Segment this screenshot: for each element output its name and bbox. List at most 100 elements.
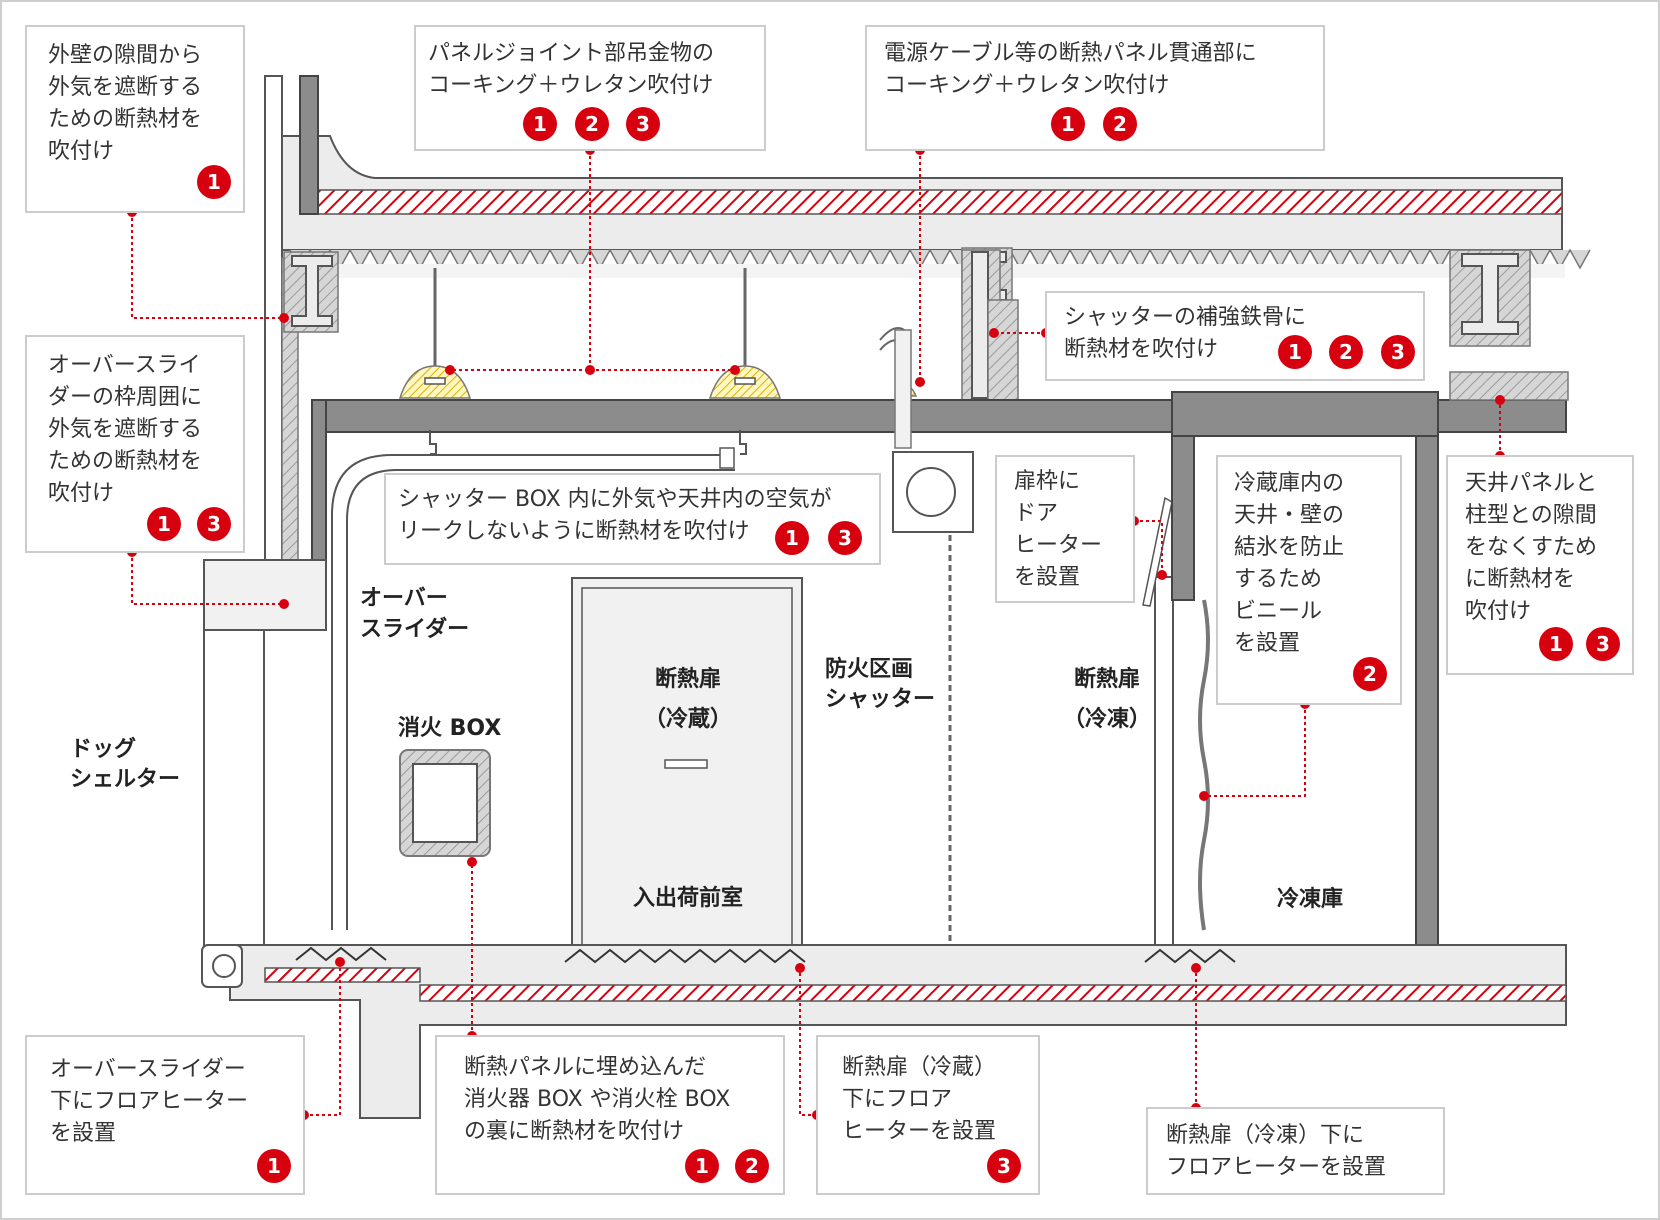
callout-text-line: フロアヒーターを設置 xyxy=(1166,1155,1386,1180)
badge-number: 2 xyxy=(1339,340,1353,364)
callout-text-line: を設置 xyxy=(1014,565,1080,590)
area-labels: ドッグ シェルター オーバー スライダー 消火 BOX 断熱扉 （冷蔵） 入出荷… xyxy=(70,586,1343,912)
callout-boxes: 外壁の隙間から外気を遮断するための断熱材を吹付け1パネルジョイント部吊金物のコー… xyxy=(25,25,1634,1195)
badge-3 xyxy=(987,1149,1021,1183)
badge-number: 3 xyxy=(1596,632,1610,656)
badge-1 xyxy=(1539,627,1573,661)
callout-text-line: リークしないように断熱材を吹付け xyxy=(398,519,750,544)
callout-text-line: 天井・壁の xyxy=(1234,503,1344,528)
floor-heater-overslider xyxy=(295,946,387,962)
badge-number: 1 xyxy=(785,526,799,550)
callout-text-line: 消火器 BOX や消火栓 BOX xyxy=(464,1087,730,1112)
badge-number: 3 xyxy=(838,526,852,550)
parapet-post xyxy=(299,75,319,215)
callout-text-line: コーキング＋ウレタン吹付け xyxy=(884,73,1169,98)
badge-number: 1 xyxy=(267,1154,281,1178)
fire-extinguisher-box xyxy=(399,749,491,857)
leader-dot xyxy=(1191,963,1201,973)
floor-heater-freeze xyxy=(1144,948,1236,964)
callout-text-line: 柱型との隙間 xyxy=(1465,503,1597,528)
badge-number: 2 xyxy=(1363,662,1377,686)
badge-number: 3 xyxy=(997,1154,1011,1178)
steel-beam-left xyxy=(283,251,339,333)
freezer-ceiling-beam xyxy=(1171,391,1439,437)
callout-text-line: 電源ケーブル等の断熱パネル貫通部に xyxy=(884,41,1257,66)
callout-box xyxy=(995,455,1135,603)
badge-3 xyxy=(828,521,862,555)
badge-2 xyxy=(735,1149,769,1183)
callout-box xyxy=(435,1035,785,1195)
badge-number: 2 xyxy=(585,112,599,136)
leader-line xyxy=(1204,704,1306,797)
leader-line xyxy=(799,968,817,1116)
leader-dot xyxy=(279,313,289,323)
callout-text-line: 吹付け xyxy=(1465,599,1531,624)
roof-insulation xyxy=(317,189,1563,215)
callout-text-line: 断熱パネルに埋め込んだ xyxy=(464,1055,706,1080)
leader-dot xyxy=(1495,395,1505,405)
callout-text-line: オーバースライ xyxy=(48,353,201,378)
floor-insulation-main xyxy=(419,984,1567,1002)
callout-text-line: を設置 xyxy=(50,1121,116,1146)
leader-dot xyxy=(585,365,595,375)
leader-dot xyxy=(279,599,289,609)
badge-number: 3 xyxy=(1391,340,1405,364)
callout-text-line: の裏に断熱材を吹付け xyxy=(464,1119,684,1144)
label-door-freeze-sub: （冷凍） xyxy=(1063,706,1151,732)
leader-line xyxy=(131,212,284,319)
overslider-track-inner xyxy=(346,469,735,930)
callout-text-line: パネルジョイント部吊金物の xyxy=(428,41,714,66)
badge-2 xyxy=(1329,335,1363,369)
freezer-door-panel xyxy=(1154,576,1174,946)
building-structure xyxy=(201,75,1591,1119)
label-dog-shelter-2: シェルター xyxy=(70,767,180,792)
callout-text-line: ための断熱材を xyxy=(48,107,202,132)
callout-box xyxy=(1146,1107,1445,1195)
callout-text-line: 断熱扉（冷蔵） xyxy=(842,1055,996,1080)
badge-number: 1 xyxy=(695,1154,709,1178)
leader-dot xyxy=(335,957,345,967)
badge-3 xyxy=(197,507,231,541)
badge-number: 1 xyxy=(207,170,221,194)
badge-1 xyxy=(197,165,231,199)
callout-text-line: 下にフロアヒーター xyxy=(50,1089,248,1114)
chill-door xyxy=(571,577,803,949)
callout-text-line: 外壁の隙間から xyxy=(48,43,202,68)
callout-text-line: シャッターの補強鉄骨に xyxy=(1064,305,1306,330)
callout-text-line: 扉枠に xyxy=(1014,469,1080,494)
badge-1 xyxy=(1278,335,1312,369)
badge-1 xyxy=(685,1149,719,1183)
badge-1 xyxy=(775,521,809,555)
leader-dot xyxy=(1199,791,1209,801)
ceiling-gap-foam xyxy=(1449,371,1569,401)
shutter-roll xyxy=(906,467,956,517)
label-fire-shutter-2: シャッター xyxy=(825,687,935,712)
badge-number: 1 xyxy=(157,512,171,536)
label-fire-box: 消火 BOX xyxy=(398,716,501,741)
badge-3 xyxy=(1586,627,1620,661)
power-cable xyxy=(879,326,918,449)
label-dog-shelter-1: ドッグ xyxy=(70,736,136,762)
badge-2 xyxy=(1353,657,1387,691)
leader-dot xyxy=(795,963,805,973)
overslider-track-outer xyxy=(331,454,720,930)
callout-text-line: 下にフロア xyxy=(842,1087,952,1112)
label-door-chill-sub: （冷蔵） xyxy=(644,706,732,732)
callout-text-line: ヒーター xyxy=(1014,533,1102,558)
callout-text-line: ための断熱材を xyxy=(48,449,202,474)
label-over-slider-1: オーバー xyxy=(360,586,448,611)
badge-number: 1 xyxy=(1288,340,1302,364)
callout-text-line: コーキング＋ウレタン吹付け xyxy=(428,73,713,98)
callout-text-line: に断熱材を xyxy=(1465,567,1575,592)
badge-number: 3 xyxy=(636,112,650,136)
vinyl-sheet xyxy=(1198,599,1210,931)
callout-box xyxy=(1216,455,1402,705)
